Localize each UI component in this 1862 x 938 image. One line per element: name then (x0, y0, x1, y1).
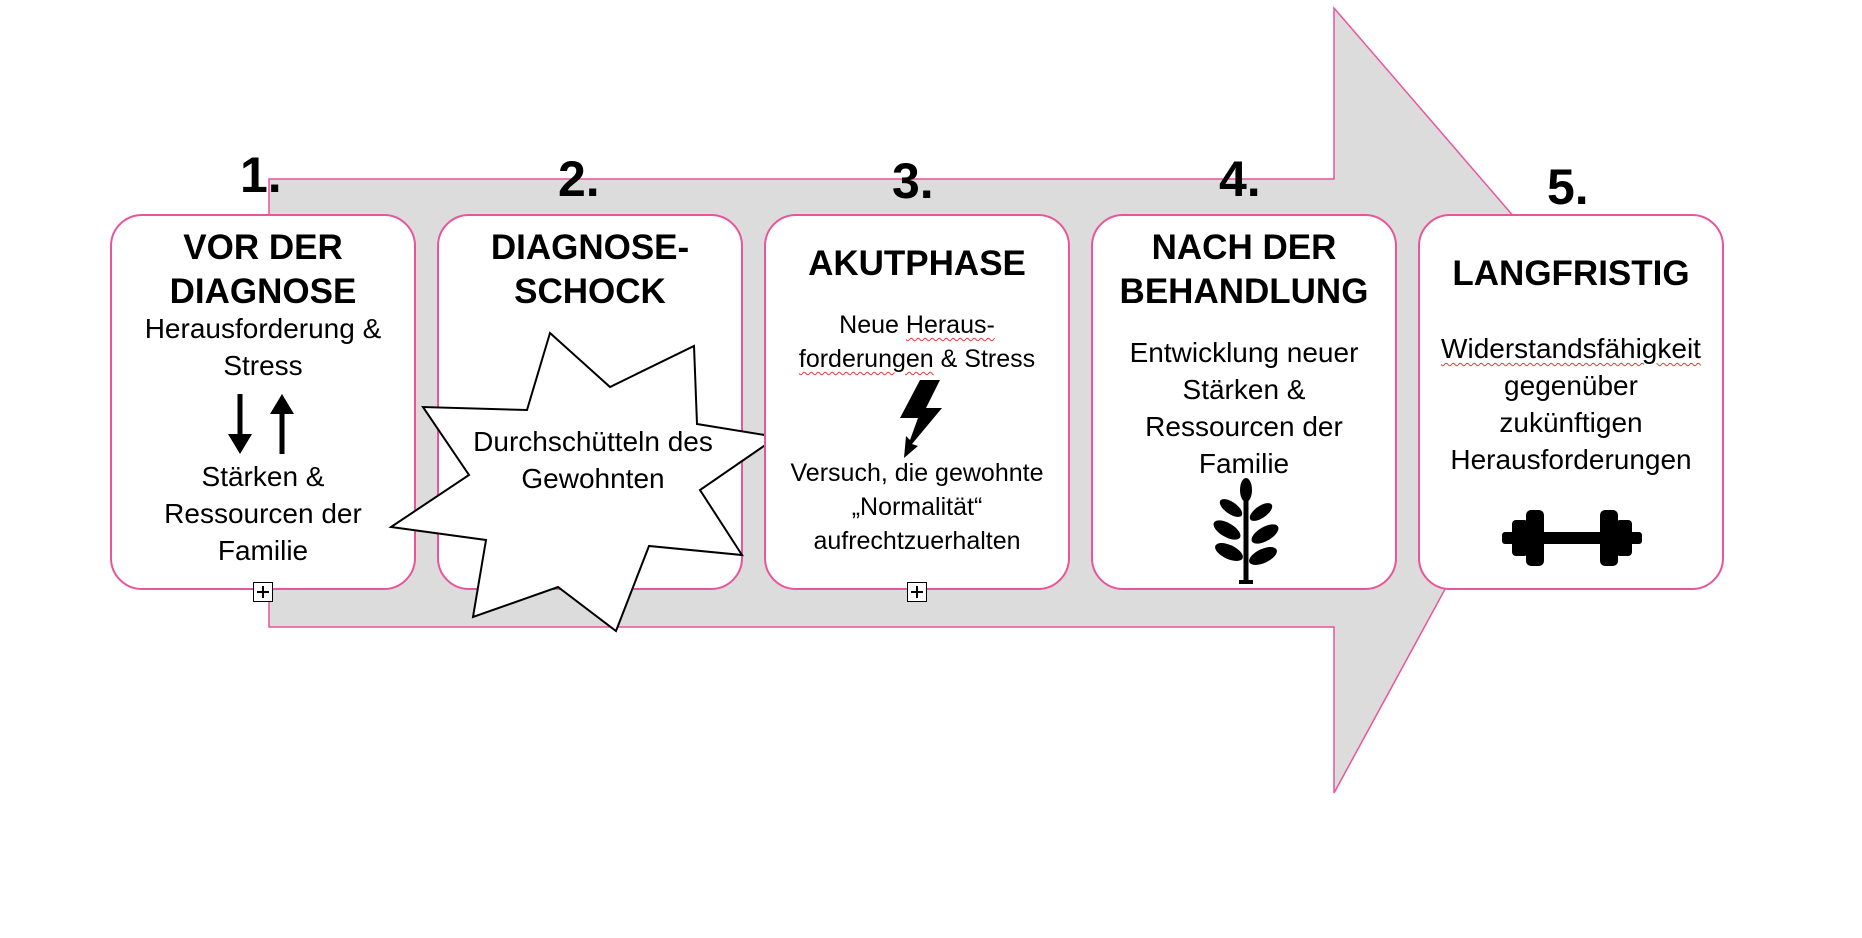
card-acute-phase: AKUTPHASE Neue Heraus- forderungen & Str… (764, 214, 1070, 590)
card-before-diagnosis: VOR DER DIAGNOSE Herausforderung & Stres… (110, 214, 416, 590)
resilience-text: Widerstandsfähigkeit gegenüber zukünftig… (1441, 333, 1701, 475)
card-title: DIAGNOSE- SCHOCK (490, 228, 690, 311)
card-title: VOR DER DIAGNOSE (169, 228, 357, 311)
shake-up-text: Durchschütteln des Gewohnten (473, 426, 713, 494)
step-number-1: 1. (240, 147, 282, 203)
card-long-term: LANGFRISTIG Widerstandsfähigkeit gegenüb… (1418, 214, 1724, 590)
expand-toggle[interactable] (253, 582, 273, 602)
new-strengths-text: Entwicklung neuer Stärken & Ressourcen d… (1129, 337, 1359, 479)
card-after-treatment: NACH DER BEHANDLUNG Entwicklung neuer St… (1091, 214, 1397, 590)
plant-icon (1213, 478, 1279, 584)
lightning-icon (900, 380, 942, 458)
step-number-3: 3. (892, 153, 934, 209)
normality-text: Versuch, die gewohnte „Normalität“ aufre… (790, 459, 1044, 555)
card-title: LANGFRISTIG (1452, 254, 1690, 293)
step-number-5: 5. (1547, 159, 1589, 215)
expand-toggle[interactable] (907, 582, 927, 602)
card-title: AKUTPHASE (808, 244, 1026, 283)
dumbbell-icon (1502, 510, 1642, 566)
card-title: NACH DER BEHANDLUNG (1119, 228, 1369, 311)
challenge-stress-text: Herausforderung & Stress (144, 313, 382, 381)
strengths-resources-text: Stärken & Ressourcen der Familie (164, 461, 362, 566)
new-challenges-text: Neue Heraus- forderungen & Stress (798, 311, 1036, 373)
step-number-2: 2. (558, 151, 600, 207)
step-number-4: 4. (1219, 151, 1261, 207)
up-down-arrows-icon (228, 394, 294, 454)
